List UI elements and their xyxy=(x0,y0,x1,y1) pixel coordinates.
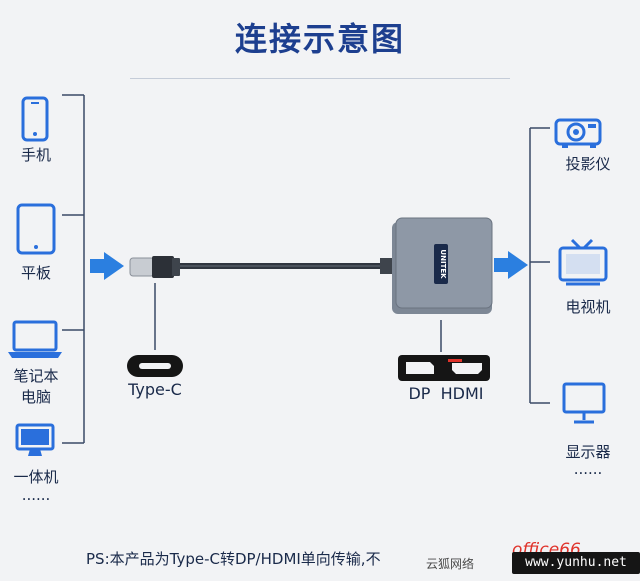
source-label-laptop: 笔记本 电脑 xyxy=(13,367,59,406)
type-c-port-icon xyxy=(127,355,183,377)
source-label-all-in-one: 一体机 xyxy=(13,468,59,486)
tablet-icon xyxy=(16,203,56,255)
left-bracket xyxy=(62,94,85,444)
adapter-brand-label: UNITEK xyxy=(439,249,447,279)
adapter-body xyxy=(380,217,493,314)
watermark-text: 云狐网络 xyxy=(426,557,475,571)
type-c-plug xyxy=(129,256,180,278)
output-more-ellipsis: ...... xyxy=(573,460,603,478)
title-divider xyxy=(130,78,510,79)
tv-icon xyxy=(558,238,608,286)
source-label-tablet: 平板 xyxy=(20,264,51,282)
source-more-ellipsis: ...... xyxy=(21,486,51,504)
ports-label: DP HDMI xyxy=(408,384,484,403)
connector-label: Type-C xyxy=(128,380,182,399)
display-icon xyxy=(562,382,606,424)
footer-note: PS:本产品为Type-C转DP/HDMI单向传输,不 xyxy=(86,550,381,568)
dp-hdmi-ports-icon xyxy=(398,355,490,381)
monitor-icon xyxy=(15,423,55,456)
output-label-display: 显示器 xyxy=(565,443,611,461)
output-label-tv: 电视机 xyxy=(565,298,611,316)
output-arrow xyxy=(494,251,528,279)
laptop-icon xyxy=(8,320,62,358)
watermark-site: www.yunhu.net xyxy=(512,552,640,574)
diagram-title: 连接示意图 xyxy=(234,20,405,58)
right-bracket xyxy=(529,127,550,404)
projector-icon xyxy=(554,118,602,148)
input-arrow xyxy=(90,252,124,280)
output-label-projector: 投影仪 xyxy=(565,155,611,173)
phone-icon xyxy=(21,96,49,142)
source-label-phone: 手机 xyxy=(20,146,51,164)
